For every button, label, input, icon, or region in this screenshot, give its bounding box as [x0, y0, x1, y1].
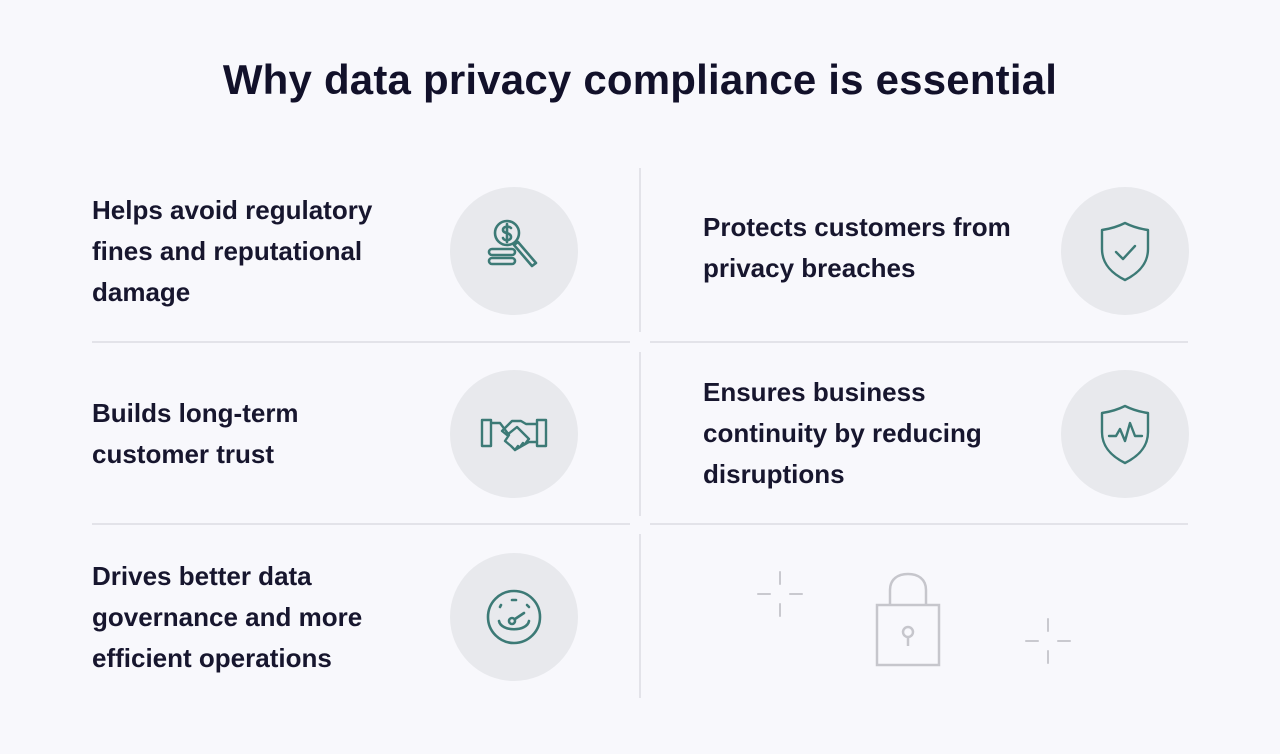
benefit-text: Helps avoid regulatory fines and reputat…: [92, 195, 373, 307]
benefit-text: Drives better data governance and more e…: [92, 561, 363, 673]
page-title: Why data privacy compliance is essential: [222, 56, 1058, 103]
sparkle-icon: [757, 571, 803, 617]
shield-check-icon: [1100, 221, 1150, 282]
vertical-divider: [639, 352, 641, 516]
horizontal-divider: [650, 341, 1188, 343]
horizontal-divider: [92, 341, 630, 343]
icon-badge: [450, 187, 578, 315]
icon-badge: [1061, 370, 1189, 498]
icon-badge: [1061, 187, 1189, 315]
padlock-icon: [875, 572, 941, 667]
horizontal-divider: [650, 523, 1188, 525]
vertical-divider: [639, 534, 641, 698]
icon-badge: [450, 553, 578, 681]
horizontal-divider: [92, 523, 630, 525]
vertical-divider: [639, 168, 641, 332]
handshake-icon: [480, 418, 548, 452]
dollar-coin-magnifier-icon: [487, 219, 538, 268]
shield-pulse-icon: [1100, 404, 1150, 465]
icon-badge: [450, 370, 578, 498]
sparkle-icon: [1025, 618, 1071, 664]
gauge-icon: [486, 589, 542, 645]
benefit-text: Ensures business continuity by reducing …: [703, 377, 982, 489]
benefit-text: Protects customers from privacy breaches: [703, 212, 1011, 283]
benefit-text: Builds long-term customer trust: [92, 398, 299, 469]
